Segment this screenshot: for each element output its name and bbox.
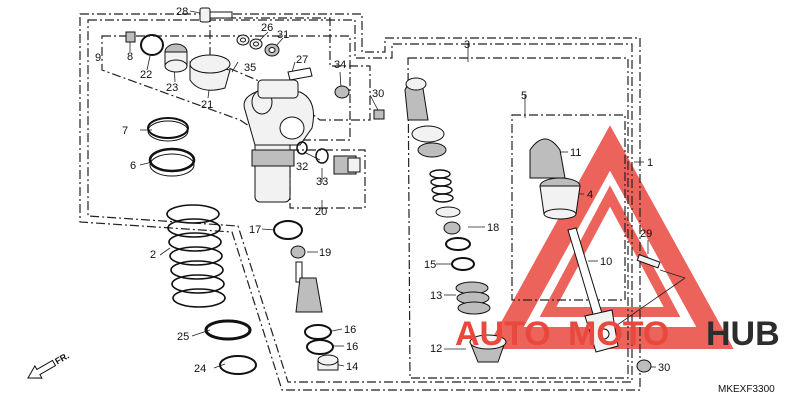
spring-2 — [166, 204, 226, 308]
o-ring-33 — [315, 148, 329, 164]
callout-30b: 30 — [658, 362, 670, 374]
washer-26 — [249, 38, 263, 50]
callout-18: 18 — [487, 222, 499, 234]
leader-lines — [129, 10, 686, 369]
callout-13: 13 — [430, 290, 442, 302]
bolt-29 — [636, 254, 661, 269]
callout-22: 22 — [140, 69, 152, 81]
callout-4: 4 — [587, 189, 593, 201]
callout-8: 8 — [127, 51, 133, 63]
valve-cap-8 — [125, 31, 136, 43]
cup-upper — [411, 125, 447, 158]
callout-20: 20 — [315, 206, 327, 218]
callout-9: 9 — [95, 52, 101, 64]
callout-2: 2 — [150, 249, 156, 261]
callout-14: 14 — [346, 361, 358, 373]
callout-6: 6 — [130, 160, 136, 172]
watermark-prefix: AUTO — [455, 315, 551, 353]
bolt-28 — [199, 7, 233, 23]
callout-21: 21 — [201, 99, 213, 111]
o-ring-22 — [140, 34, 164, 56]
callout-30a: 30 — [372, 88, 384, 100]
collar-14 — [317, 354, 339, 371]
damper-body — [243, 79, 314, 203]
callout-33: 33 — [316, 176, 328, 188]
cap-12 — [469, 334, 507, 363]
watermark-logo: AUTO MOTO HUB — [455, 315, 780, 353]
ring-17 — [273, 220, 303, 240]
spring-seat-25 — [204, 319, 252, 341]
reservoir-21 — [189, 54, 231, 91]
direction-label: FR. — [53, 350, 71, 366]
cup-4 — [539, 177, 581, 220]
arrow-icon — [27, 359, 57, 379]
watermark-middle: MOTO — [568, 315, 669, 353]
adjuster-20 — [333, 155, 361, 175]
nut-30-lower — [636, 359, 652, 373]
callout-35: 35 — [244, 62, 256, 74]
bushing-23 — [164, 43, 188, 73]
callout-28: 28 — [176, 6, 188, 18]
callout-15: 15 — [424, 259, 436, 271]
bellows-13 — [455, 281, 491, 315]
callout-32: 32 — [296, 161, 308, 173]
front-direction-arrow: FR. — [27, 350, 71, 379]
callout-16b: 16 — [346, 341, 358, 353]
circlip-24 — [219, 355, 257, 375]
nut-31 — [264, 43, 280, 57]
callout-26: 26 — [261, 22, 273, 34]
callout-34: 34 — [334, 59, 346, 71]
callout-labels: 1 2 3 4 5 6 7 8 9 10 11 12 13 14 15 16 1… — [95, 6, 670, 375]
nut-30-upper — [373, 109, 385, 120]
callout-12: 12 — [430, 343, 442, 355]
bump-rubber-11 — [529, 138, 566, 179]
callout-25: 25 — [177, 331, 189, 343]
ring-16b — [306, 339, 334, 355]
callout-17: 17 — [249, 224, 261, 236]
shaft-bump-left — [295, 261, 323, 313]
bump-stop — [404, 77, 429, 121]
washer-stack — [435, 206, 471, 251]
parts — [125, 7, 661, 375]
callout-7: 7 — [122, 125, 128, 137]
callout-24: 24 — [194, 363, 206, 375]
callout-3: 3 — [464, 39, 470, 51]
callout-19: 19 — [319, 247, 331, 259]
callout-31: 31 — [277, 29, 289, 41]
callout-27: 27 — [296, 54, 308, 66]
washer-35 — [236, 34, 250, 46]
lock-ring-7 — [147, 117, 189, 142]
callout-10: 10 — [600, 256, 612, 268]
nut-34 — [334, 85, 350, 99]
o-ring-32 — [296, 141, 308, 155]
nut-19 — [290, 245, 306, 259]
callout-5: 5 — [521, 90, 527, 102]
label-plate-27 — [287, 67, 313, 81]
diagram-code: MKEXF3300 — [718, 384, 775, 395]
ring-16a — [304, 324, 332, 340]
callout-1: 1 — [647, 157, 653, 169]
watermark-suffix: HUB — [706, 315, 780, 353]
callout-11: 11 — [570, 147, 581, 159]
adjuster-ring-6 — [148, 147, 196, 177]
spring-small — [429, 169, 454, 203]
callout-16a: 16 — [344, 324, 356, 336]
ring-15 — [451, 257, 475, 271]
callout-29: 29 — [640, 228, 652, 240]
rod-10 — [567, 227, 619, 353]
callout-23: 23 — [166, 82, 178, 94]
